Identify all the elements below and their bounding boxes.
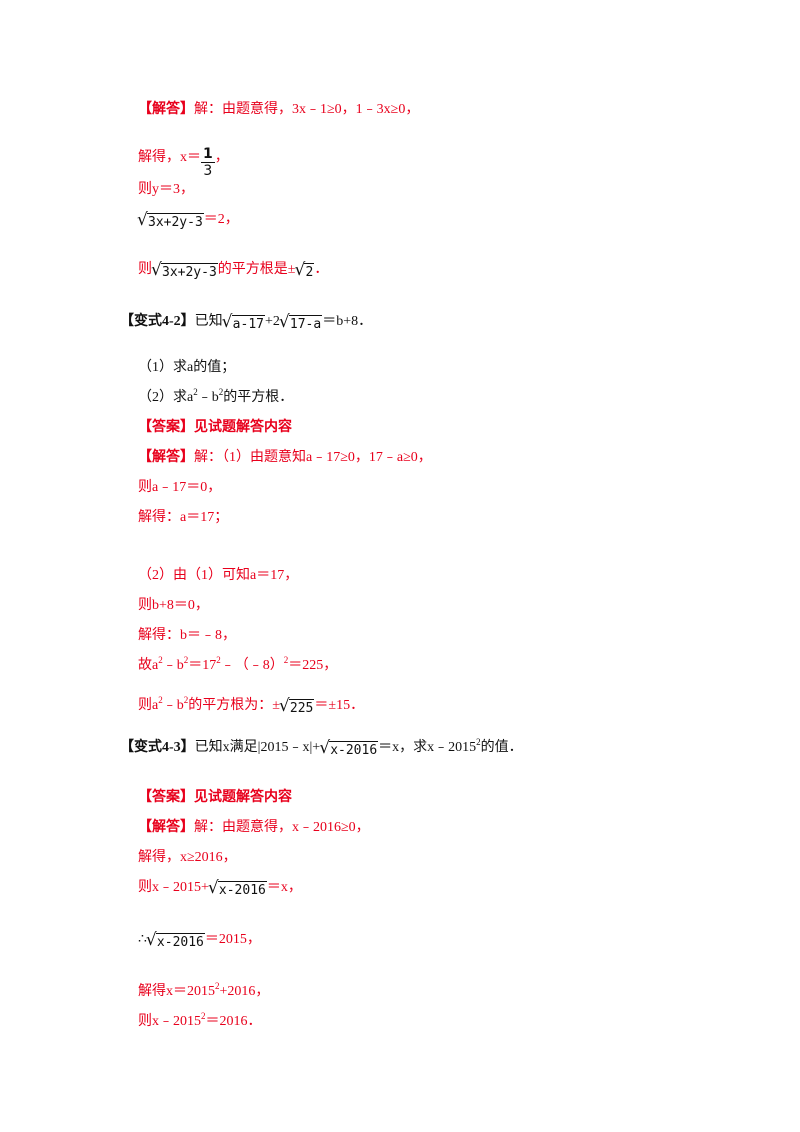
answer-line: 则a﹣17＝0， [138,480,222,495]
radicand: 3x+2y-3 [147,213,204,230]
superscript: 2 [183,695,189,705]
line-text: ＝2016． [205,1014,262,1029]
sqrt-expression: 2 [294,260,315,283]
sqrt-expression: 225 [279,696,315,719]
answer-line: 解得：b＝﹣8， [138,628,236,643]
line-text: ﹣b [162,698,184,713]
line-text: 则x﹣2015+ [138,880,209,895]
answer-line: 【解答】解：由题意得，3x﹣1≥0，1﹣3x≥0， [138,100,419,120]
radicand: x-2016 [155,933,205,950]
answer-line: ∴ x-2016＝2015， [138,930,261,953]
answer-line: 则a2﹣b2的平方根为：±225＝±15． [138,696,364,719]
question-line: 【变式4-3】已知x满足|2015﹣x|+ x-2016＝x，求x﹣20152的值… [120,738,523,761]
line-text: ＝x，求x﹣2015 [378,740,477,755]
solution-text: 解：由题意得，3x﹣1≥0，1﹣3x≥0， [194,102,420,117]
solution-tag: 【解答】 [138,820,194,835]
question-line: 【变式4-2】已知 a-17+2 17-a＝b+8． [120,312,372,335]
superscript: 2 [158,695,163,705]
line-text: ﹣（﹣8） [220,658,284,673]
superscript: 2 [215,981,220,991]
radicand: 17-a [288,315,323,332]
line-text: +2 [264,314,280,329]
radicand: 3x+2y-3 [161,263,218,280]
superscript: 2 [158,655,163,665]
line-text: ＝2015， [204,932,261,947]
fraction-numerator: 1 [201,146,215,163]
line-text: ﹣b [197,390,219,405]
line-text: 故a [138,658,159,673]
radicand: x-2016 [329,741,379,758]
line-text: 则 [138,262,152,277]
question-tag: 【变式4-3】 [120,740,195,755]
answer-line: 则x﹣2015+ x-2016＝x， [138,878,302,901]
solution-tag: 【解答】 [138,450,194,465]
superscript: 2 [183,655,189,665]
superscript: 2 [193,387,198,397]
line-text: ＝b+8． [322,314,373,329]
sqrt-expression: x-2016 [319,738,379,761]
line-text: （2）求a [138,390,194,405]
answer-line: 解得：a＝17； [138,510,229,525]
line-text: 已知x满足|2015﹣x|+ [194,740,321,755]
sqrt-expression: x-2016 [146,930,205,953]
line-text: +2016， [219,984,270,999]
sqrt-expression: x-2016 [208,878,267,901]
answer-line: 则 3x+2y-3的平方根是± 2． [138,260,328,283]
answer-line: 则y＝3， [138,182,194,197]
line-text: 的值． [480,740,523,755]
sqrt-expression: 3x+2y-3 [137,210,204,233]
radicand: 2 [304,263,315,280]
line-text: 则x﹣2015 [138,1014,201,1029]
solution-text: 解：（1）由题意知a﹣17≥0，17﹣a≥0， [194,450,432,465]
superscript: 2 [218,387,224,397]
answer-header: 【答案】见试题解答内容 [138,790,292,805]
question-subitem: （1）求a的值； [138,360,236,375]
superscript: 2 [216,655,221,665]
line-text: 的平方根为：± [188,698,280,713]
answer-line: （2）由（1）可知a＝17， [138,568,299,583]
line-text: ﹣b [162,658,184,673]
line-text: ＝225， [288,658,338,673]
sqrt-expression: 3x+2y-3 [151,260,218,283]
line-text: ＝17 [188,658,217,673]
line-text: ＝x， [266,880,302,895]
answer-line: 故a2﹣b2＝172﹣（﹣8）2＝225， [138,656,337,676]
radicand: 225 [288,699,315,716]
solution-tag: 【解答】 [138,102,194,117]
answer-line: 【解答】解：由题意得，x﹣2016≥0， [138,818,370,838]
line-text: 则a [138,698,159,713]
line-text: 解得x＝2015 [138,984,215,999]
superscript: 2 [201,1011,206,1021]
answer-header: 【答案】见试题解答内容 [138,420,292,435]
fraction-denominator: 3 [203,163,213,179]
answer-line: 解得，x≥2016， [138,850,237,865]
answer-line: 则b+8＝0， [138,598,209,613]
therefore-symbol: ∴ [138,932,147,947]
answer-line: 【解答】解：（1）由题意知a﹣17≥0，17﹣a≥0， [138,448,432,468]
superscript: 2 [476,737,481,747]
line-text: 已知 [194,314,223,329]
solution-text: 解：由题意得，x﹣2016≥0， [194,820,370,835]
line-text: 的平方根． [223,390,294,405]
radicand: a-17 [231,315,265,332]
answer-line: 解得x＝20152+2016， [138,982,269,1002]
line-text: ＝±15． [314,698,365,713]
line-text: ． [314,262,329,277]
question-subitem: （2）求a2﹣b2的平方根． [138,388,293,408]
line-text: 的平方根是± [217,262,296,277]
superscript: 2 [283,655,289,665]
answer-line: 3x+2y-3＝2， [137,210,239,233]
line-text: 解得，x＝ [138,150,201,165]
sqrt-expression: a-17 [222,312,265,335]
question-tag: 【变式4-2】 [120,314,195,329]
sqrt-expression: 17-a [279,312,323,335]
answer-line: 则x﹣20152＝2016． [138,1012,262,1032]
radicand: x-2016 [217,881,267,898]
line-text: ， [214,150,229,165]
line-text: ＝2， [203,212,239,227]
